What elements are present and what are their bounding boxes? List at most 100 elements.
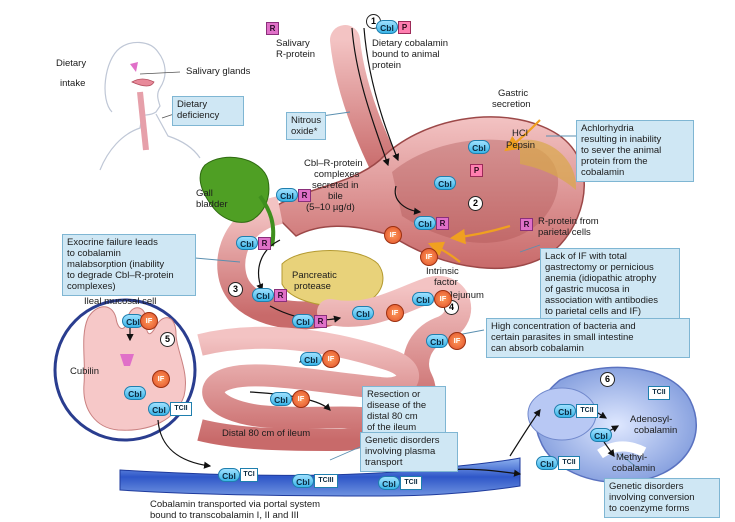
box-line: of gastric mucosa in bbox=[545, 284, 630, 295]
box-line: malabsorption (inability bbox=[67, 259, 165, 270]
salivary-gland bbox=[131, 78, 155, 87]
box-line: to sever the animal bbox=[581, 145, 662, 156]
box-line: association with antibodies bbox=[545, 295, 659, 306]
tcii-tag: TCII bbox=[558, 456, 580, 470]
intrinsic-factor-label-2: factor bbox=[434, 277, 458, 288]
dietary-deficiency-box: Dietary deficiency bbox=[172, 96, 244, 126]
ileal-mucosal-cell-label: Ileal mucosal cell bbox=[84, 296, 157, 307]
intrinsic-factor-tag: IF bbox=[140, 312, 158, 330]
intrinsic-factor-tag: IF bbox=[292, 390, 310, 408]
distal-ileum bbox=[197, 326, 419, 452]
r-protein-tag: R bbox=[274, 289, 287, 302]
step-2-marker: 2 bbox=[468, 196, 483, 211]
box-line: Exocrine failure leads bbox=[67, 237, 158, 248]
box-line: disease of the bbox=[367, 400, 427, 411]
box-line: High concentration of bacteria and bbox=[491, 321, 636, 332]
step-5-marker: 5 bbox=[160, 332, 175, 347]
box-line: can absorb cobalamin bbox=[491, 343, 584, 354]
lack-of-if-box: Lack of IF with total gastrectomy or per… bbox=[540, 248, 680, 320]
cbl-pill: Cbl bbox=[352, 306, 374, 320]
genetic-transport-box: Genetic disorders involving plasma trans… bbox=[360, 432, 458, 472]
cbl-r-complex-label-3: secreted in bbox=[312, 180, 359, 191]
box-line: gastrectomy or pernicious bbox=[545, 262, 654, 273]
intrinsic-factor-tag: IF bbox=[322, 350, 340, 368]
genetic-conversion-box: Genetic disorders involving conversion t… bbox=[604, 478, 720, 518]
box-line: Genetic disorders bbox=[609, 481, 684, 492]
tcii-tag: TCII bbox=[648, 386, 670, 400]
box-line: deficiency bbox=[177, 110, 220, 121]
portal-system-label-2: bound to transcobalamin I, II and III bbox=[150, 510, 299, 521]
intake-label: intake bbox=[60, 78, 86, 89]
gall-bladder-label-1: Gall bbox=[196, 188, 213, 199]
box-line: Nitrous bbox=[291, 115, 322, 126]
cbl-pill: Cbl bbox=[292, 314, 314, 328]
achlorhydria-box: Achlorhydria resulting in inability to s… bbox=[576, 120, 694, 182]
gastric-secretion-label-2: secretion bbox=[492, 99, 531, 110]
cbl-pill: Cbl bbox=[536, 456, 558, 470]
step-6-marker: 6 bbox=[600, 372, 615, 387]
cbl-pill: Cbl bbox=[412, 292, 434, 306]
hcl-label: HCl bbox=[512, 128, 528, 139]
salivary-glands-label: Salivary glands bbox=[186, 66, 251, 77]
cbl-pill: Cbl bbox=[252, 288, 274, 302]
box-line: Achlorhydria bbox=[581, 123, 634, 134]
tcii-tag: TCII bbox=[400, 476, 422, 490]
adenosyl-label-1: Adenosyl- bbox=[630, 414, 673, 425]
cbl-pill: Cbl bbox=[300, 352, 322, 366]
pancreatic-protease-label-2: protease bbox=[294, 281, 331, 292]
bile-duct bbox=[258, 194, 276, 247]
cbl-r-complex-label-4: bile bbox=[328, 191, 343, 202]
cbl-r-complex-label-5: (5–10 µg/d) bbox=[306, 202, 355, 213]
r-protein-tag: R bbox=[298, 189, 311, 202]
gall-bladder bbox=[199, 156, 270, 223]
r-protein-tag: R bbox=[436, 217, 449, 230]
tcii-tag: TCII bbox=[170, 402, 192, 416]
cbl-pill: Cbl bbox=[468, 140, 490, 154]
step-3-marker: 3 bbox=[228, 282, 243, 297]
box-line: certain parasites in small intestine bbox=[491, 332, 634, 343]
cbl-r-complex-label-1: Cbl–R-protein bbox=[304, 158, 363, 169]
r-protein-tag: R bbox=[266, 22, 279, 35]
tcii-tag: TCII bbox=[576, 404, 598, 418]
p-protein-tag: P bbox=[398, 21, 411, 34]
box-line: Lack of IF with total bbox=[545, 251, 627, 262]
cbl-pill: Cbl bbox=[590, 428, 612, 442]
dietary-label: Dietary bbox=[56, 58, 87, 69]
nitrous-oxide-box: Nitrous oxide* bbox=[286, 112, 326, 140]
cbl-pill: Cbl bbox=[292, 474, 314, 488]
methyl-label-2: cobalamin bbox=[612, 463, 656, 474]
pancreatic-protease-label-1: Pancreatic bbox=[292, 270, 337, 281]
box-line: distal 80 cm bbox=[367, 411, 418, 422]
exocrine-failure-box: Exocrine failure leads to cobalamin mala… bbox=[62, 234, 196, 296]
cbl-pill: Cbl bbox=[236, 236, 258, 250]
box-line: to cobalamin bbox=[67, 248, 121, 259]
cbl-pill: Cbl bbox=[554, 404, 576, 418]
adenosyl-label-2: cobalamin bbox=[634, 425, 678, 436]
dietary-cobalamin-label-2: bound to animal bbox=[372, 49, 440, 60]
esophagus-small bbox=[137, 91, 149, 151]
cbl-pill: Cbl bbox=[276, 188, 298, 202]
r-protein-parietal-label-1: R-protein from bbox=[538, 216, 599, 227]
box-line: involving plasma bbox=[365, 446, 436, 457]
box-line: cobalamin bbox=[581, 167, 625, 178]
p-protein-tag: P bbox=[470, 164, 483, 177]
dietary-cobalamin-label-3: protein bbox=[372, 60, 402, 71]
intrinsic-factor-tag: IF bbox=[420, 248, 438, 266]
gastric-secretion-label-1: Gastric bbox=[498, 88, 529, 99]
resection-box: Resection or disease of the distal 80 cm… bbox=[362, 386, 446, 436]
cbl-pill: Cbl bbox=[376, 20, 398, 34]
box-line: to degrade Cbl–R-protein bbox=[67, 270, 174, 281]
intrinsic-factor-label-1: Intrinsic bbox=[426, 266, 459, 277]
portal-system-label-1: Cobalamin transported via portal system bbox=[150, 499, 321, 510]
box-line: resulting in inability bbox=[581, 134, 662, 145]
gall-bladder-label-2: bladder bbox=[196, 199, 228, 210]
cubilin-label: Cubilin bbox=[70, 366, 100, 377]
cbl-pill: Cbl bbox=[434, 176, 456, 190]
pancreas bbox=[281, 250, 384, 307]
box-line: to parietal cells and IF) bbox=[545, 306, 642, 317]
r-protein-parietal-label-2: parietal cells bbox=[538, 227, 591, 238]
r-protein-tag: R bbox=[258, 237, 271, 250]
salivary-r-protein-label-1: Salivary bbox=[276, 38, 310, 49]
cbl-r-complex-label-2: complexes bbox=[314, 169, 360, 180]
box-line: involving conversion bbox=[609, 492, 695, 503]
